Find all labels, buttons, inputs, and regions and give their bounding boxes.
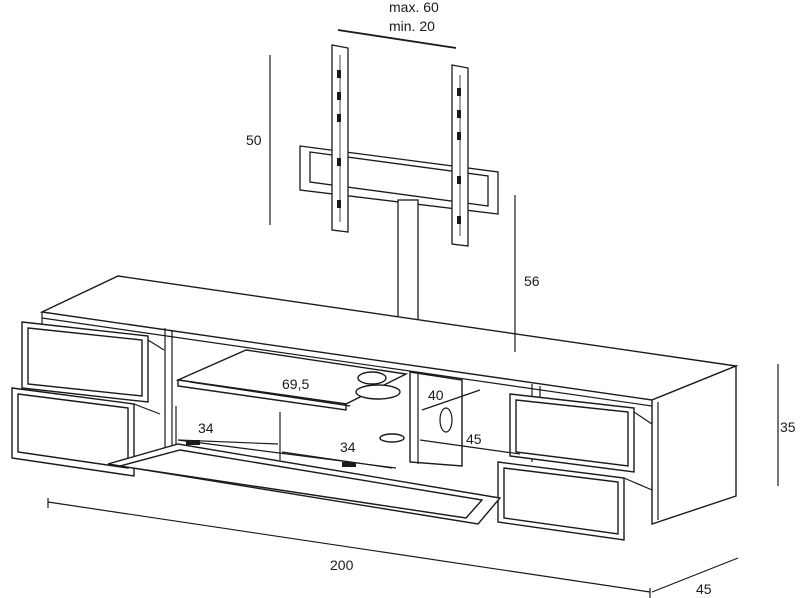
label-shelf-width: 69,5 [282, 376, 309, 392]
label-spacing-min: min. 20 [389, 18, 435, 34]
label-inner-depth: 45 [466, 431, 482, 447]
label-right-compartment: 34 [340, 439, 356, 455]
tv-mount [299, 44, 499, 336]
label-cabinet-height: 35 [780, 419, 796, 435]
label-spacing-max: max. 60 [389, 0, 439, 15]
label-total-width: 200 [330, 557, 354, 573]
label-shelf-depth: 40 [428, 387, 444, 403]
dimension-labels: max. 60 min. 20 50 56 69,5 40 34 34 45 3… [198, 0, 796, 597]
label-mount-height: 50 [246, 132, 262, 148]
label-column-height: 56 [524, 273, 540, 289]
label-left-compartment: 34 [198, 420, 214, 436]
cabinet [39, 275, 739, 525]
drawers [11, 321, 653, 541]
label-total-depth: 45 [696, 581, 712, 597]
dimension-lines [47, 29, 779, 598]
